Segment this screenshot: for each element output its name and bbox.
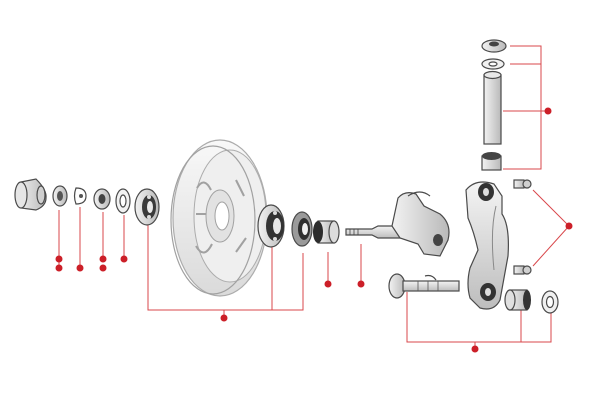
callout-grease-nipples xyxy=(532,189,573,267)
callout-nut xyxy=(99,212,107,263)
callout-nut-2 xyxy=(55,255,63,263)
callout-leaders xyxy=(55,45,573,353)
callout-king-pin-parts xyxy=(503,45,552,170)
pivot-bolt xyxy=(388,273,460,299)
callout-washer xyxy=(120,215,128,263)
stub-axle xyxy=(345,191,450,257)
washer xyxy=(115,188,131,214)
wheel-rim xyxy=(170,139,268,297)
nut xyxy=(93,188,111,210)
callout-pivot-parts xyxy=(406,292,552,353)
oil-seal xyxy=(291,211,313,247)
callout-wheel-bearings xyxy=(147,225,304,322)
dust-cap xyxy=(14,178,47,211)
king-pin-washer xyxy=(481,58,505,70)
split-pin xyxy=(73,187,87,205)
king-pin-cap xyxy=(481,39,507,53)
callout-split-pin xyxy=(76,207,84,272)
king-pin xyxy=(483,70,502,145)
spacer-bush xyxy=(313,220,340,244)
inner-bearing xyxy=(257,204,285,248)
king-pin-bush xyxy=(481,152,502,171)
pivot-bush xyxy=(504,289,531,311)
grease-nipple-top xyxy=(513,179,532,189)
pivot-washer xyxy=(541,290,559,314)
callout-split-pin-2 xyxy=(99,264,107,272)
callout-stub-axle xyxy=(357,244,365,288)
callout-spacer-bush xyxy=(324,252,332,288)
grease-nipple-bottom xyxy=(513,265,532,275)
outer-bearing xyxy=(134,188,160,226)
castle-nut xyxy=(52,185,68,207)
trunnion xyxy=(465,181,509,310)
